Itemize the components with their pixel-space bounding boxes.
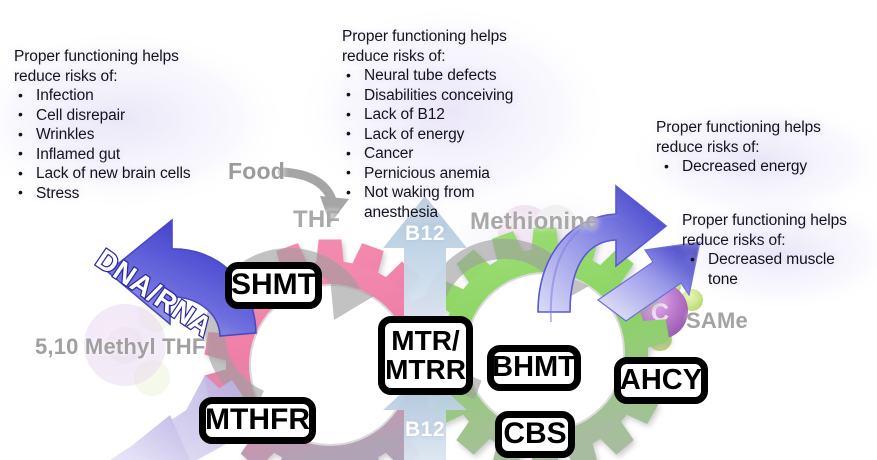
- list-item: Neural tube defects: [342, 66, 513, 86]
- enzyme-box-mthfr[interactable]: MTHFR: [199, 397, 316, 444]
- callout-header-line2: reduce risks of:: [656, 138, 760, 156]
- callout-list: Neural tube defects Disabilities conceiv…: [342, 66, 513, 222]
- list-item-continuation: tone: [708, 270, 738, 288]
- list-item-continuation: anesthesia: [364, 203, 438, 221]
- callout-header-line1: Proper functioning helps: [14, 48, 179, 65]
- list-item: Disabilities conceiving: [342, 85, 513, 106]
- list-item: Decreased energy: [656, 157, 821, 177]
- methyl-thf-molecule-graphic: [84, 298, 172, 396]
- list-item: Cancer: [342, 144, 513, 164]
- list-item: Infection: [14, 86, 191, 106]
- list-item: Lack of energy: [342, 124, 513, 145]
- list-item: Not waking from: [342, 183, 513, 203]
- label-methionine: Methionine: [470, 208, 599, 235]
- food-to-thf-arrow: [277, 167, 349, 224]
- label-b12-top: B12: [405, 222, 446, 245]
- b12-arrow-top: [383, 196, 467, 318]
- methionine-arrow-tail: [549, 215, 618, 323]
- callout-list: Decreased energy: [656, 157, 821, 177]
- callout-list: Decreased muscle tone: [682, 250, 847, 289]
- list-item: Wrinkles: [14, 125, 191, 145]
- callout-mtr-mtrr: Proper functioning helps reduce risks of…: [342, 27, 513, 222]
- enzyme-box-shmt[interactable]: SHMT: [225, 262, 322, 309]
- list-item: Lack of new brain cells: [14, 164, 191, 184]
- list-item: Decreased muscle: [682, 250, 847, 270]
- label-methyl-thf: 5,10 Methyl THF: [35, 334, 206, 359]
- callout-header-line1: Proper functioning helps: [342, 28, 507, 45]
- callout-header-line2: reduce risks of:: [682, 231, 786, 249]
- callout-decreased-energy: Proper functioning helps reduce risks of…: [656, 118, 821, 177]
- list-item: Lack of B12: [342, 105, 513, 125]
- callout-decreased-muscle-tone: Proper functioning helps reduce risks of…: [682, 211, 847, 289]
- list-item: Stress: [14, 183, 191, 204]
- callout-header-line1: Proper functioning helps: [682, 212, 847, 229]
- methionine-up-arrow: [537, 184, 668, 313]
- enzyme-box-bhmt[interactable]: BHMT: [487, 345, 581, 391]
- label-same: SAMe: [686, 308, 748, 333]
- label-thf: THF: [293, 206, 341, 233]
- label-b12-bottom: B12: [405, 418, 446, 441]
- enzyme-box-mtr-mtrr[interactable]: MTR/ MTRR: [378, 316, 473, 395]
- list-item: Pernicious anemia: [342, 163, 513, 184]
- list-item: Inflamed gut: [14, 144, 191, 165]
- callout-header-line2: reduce risks of:: [14, 67, 118, 85]
- label-food: Food: [228, 158, 285, 184]
- list-item: Cell disrepair: [14, 105, 191, 126]
- callout-header-line1: Proper functioning helps: [656, 119, 821, 136]
- callout-dna-rna: Proper functioning helps reduce risks of…: [14, 47, 191, 203]
- callout-header-line2: reduce risks of:: [342, 47, 446, 65]
- enzyme-box-cbs[interactable]: CBS: [495, 411, 575, 458]
- enzyme-box-ahcy[interactable]: AHCY: [614, 357, 708, 404]
- callout-list: Infection Cell disrepair Wrinkles Inflam…: [14, 86, 191, 203]
